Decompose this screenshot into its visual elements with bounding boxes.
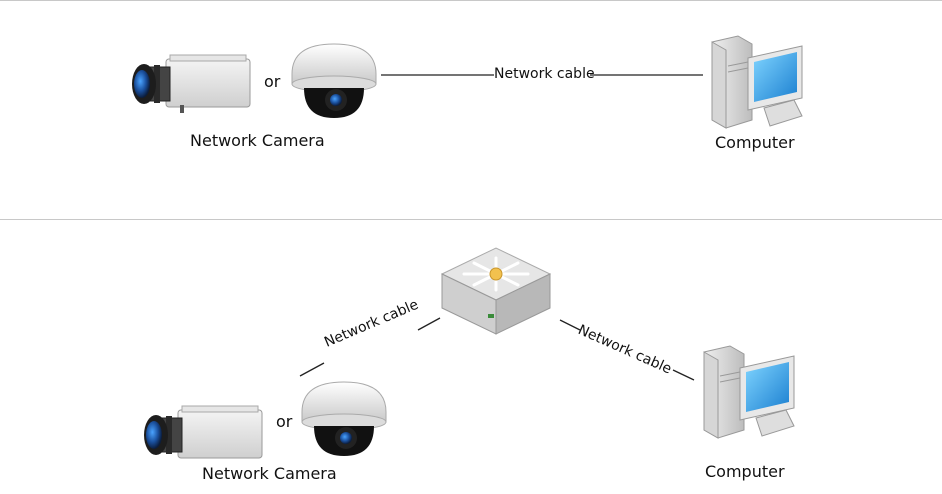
section-divider: [0, 219, 942, 220]
box-camera-icon: [132, 54, 251, 113]
box-camera-icon: [144, 405, 263, 459]
network-cable-left-segment-b: [417, 317, 441, 331]
top-border: [0, 0, 942, 1]
network-cable-right-segment-a: [559, 319, 581, 331]
computer-label: Computer: [705, 462, 785, 481]
computer-label: Computer: [715, 133, 795, 152]
computer-icon: [703, 345, 795, 439]
dome-camera-icon: [291, 43, 377, 118]
network-cable-left-segment-a: [299, 362, 325, 377]
network-cable-label: Network cable: [494, 66, 595, 82]
network-camera-label: Network Camera: [202, 464, 337, 483]
dome-camera-icon: [301, 381, 387, 456]
switch-icon: [440, 247, 552, 335]
network-camera-label: Network Camera: [190, 131, 325, 150]
or-label: or: [264, 72, 281, 91]
or-label: or: [276, 412, 293, 431]
computer-icon: [711, 35, 803, 129]
network-cable-right-segment-b: [672, 369, 695, 381]
